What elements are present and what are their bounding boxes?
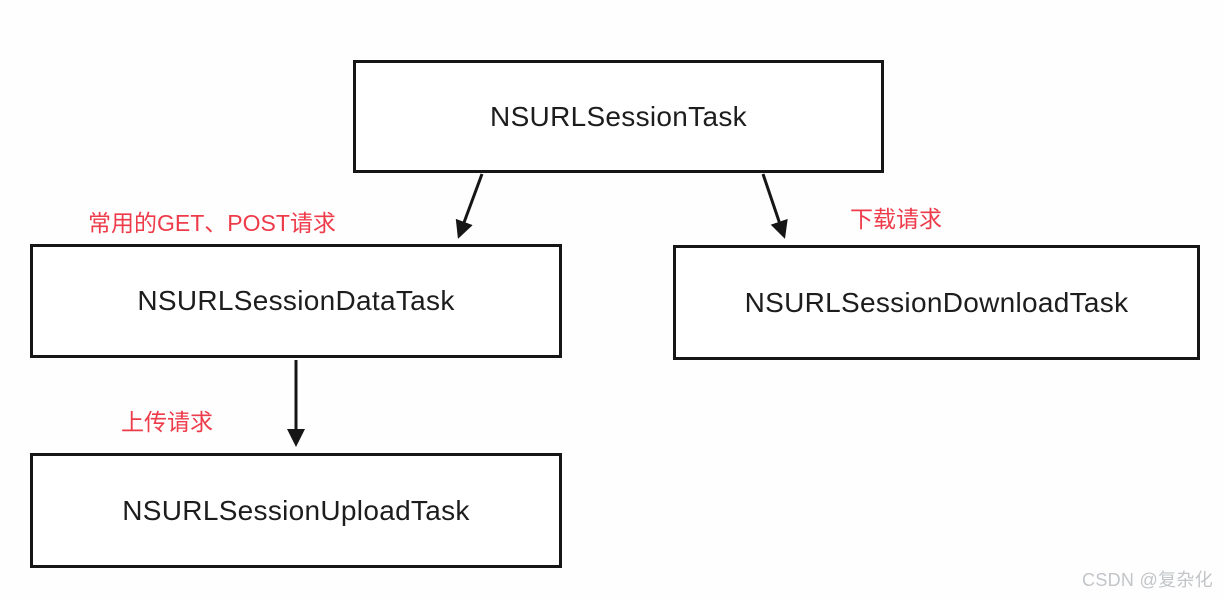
node-nsurlsessiontask: NSURLSessionTask: [353, 60, 884, 173]
node-nsurlsessionuploadtask: NSURLSessionUploadTask: [30, 453, 562, 568]
node-nsurlsessiondownloadtask: NSURLSessionDownloadTask: [673, 245, 1200, 360]
node-nsurlsessiondatatask: NSURLSessionDataTask: [30, 244, 562, 358]
node-nsurlsessionuploadtask-label: NSURLSessionUploadTask: [122, 494, 470, 526]
node-nsurlsessiontask-label: NSURLSessionTask: [490, 100, 747, 132]
node-nsurlsessiondownloadtask-label: NSURLSessionDownloadTask: [744, 286, 1129, 318]
edge-label-upload-request: 上传请求: [121, 409, 213, 435]
arrow-root-to-downloadtask: [761, 173, 788, 239]
arrow-root-to-datatask: [455, 173, 484, 239]
csdn-watermark: CSDN @复杂化: [1082, 570, 1213, 590]
node-nsurlsessiondatatask-label: NSURLSessionDataTask: [137, 285, 455, 316]
edge-label-get-post-request: 常用的GET、POST请求: [88, 210, 336, 236]
edge-label-download-request: 下载请求: [850, 206, 942, 232]
